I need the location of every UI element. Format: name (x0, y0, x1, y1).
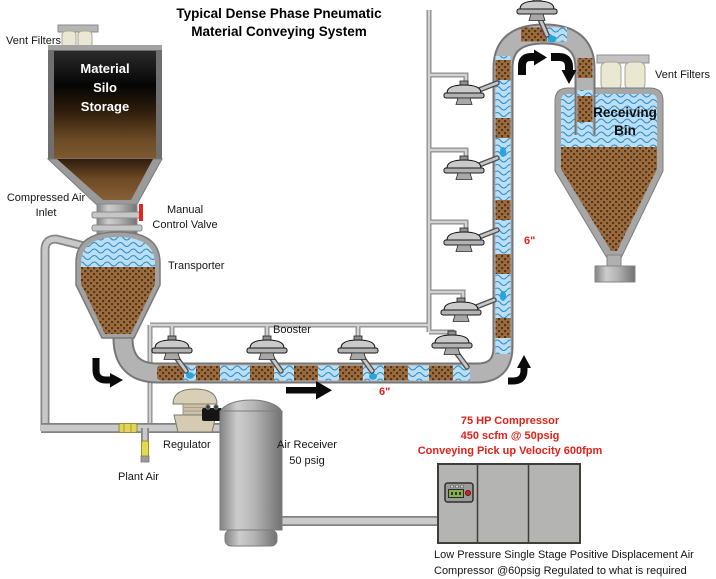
material-silo (46, 24, 163, 238)
booster-valve (337, 335, 379, 360)
bin-material (561, 147, 657, 251)
conveying-pipe (112, 23, 596, 384)
label-compressor-specs: 75 HP Compressor 450 scfm @ 50psig Conve… (417, 415, 603, 458)
label-pipe-size-vertical: 6" (524, 235, 536, 247)
booster-valves (151, 0, 558, 374)
air-jet (369, 373, 377, 380)
flange (91, 224, 143, 232)
flow-arrow-right (286, 381, 332, 400)
bin-filter-cartridge (624, 61, 646, 91)
air-jet (499, 291, 507, 301)
compressor-control-panel (444, 482, 474, 503)
pipe-contents (157, 27, 593, 381)
label-air-receiver: Air Receiver 50 psig (277, 439, 337, 467)
bin-filter-housing (596, 54, 650, 64)
bin-outlet (606, 254, 622, 268)
title-line2: Material Conveying System (191, 23, 367, 39)
silo-interior (54, 51, 156, 159)
booster-valve (443, 227, 485, 252)
booster-valve (431, 330, 473, 355)
label-regulator: Regulator (163, 439, 211, 451)
air-jet (499, 147, 507, 157)
tank-base (224, 529, 278, 547)
label-compressed-air-inlet: Compressed Air Inlet (6, 192, 86, 219)
air-jet (547, 35, 557, 43)
flow-arrow-arch-right (551, 53, 577, 84)
air-supply-piping (40, 10, 469, 526)
transporter-vessel (75, 231, 161, 339)
flow-arrow-arch-left (518, 49, 547, 75)
label-vent-filters-left: Vent Filters (6, 35, 62, 47)
regulator-dome (172, 388, 218, 405)
plant-air-valve (140, 440, 150, 463)
flow-arrows (92, 49, 577, 400)
regulator-switch-box (202, 408, 222, 421)
title-line1: Typical Dense Phase Pneumatic (176, 6, 382, 21)
receiving-bin-vessel (554, 54, 664, 283)
label-pipe-size-horizontal: 6" (379, 386, 391, 398)
page-title: Typical Dense Phase Pneumatic Material C… (143, 5, 415, 40)
silo-filter-housing (57, 24, 99, 33)
label-material-silo-storage: Material Silo Storage (80, 61, 130, 114)
booster-valve (151, 335, 193, 360)
booster-valve (516, 0, 558, 21)
label-vent-filters-right: Vent Filters (655, 69, 711, 81)
inline-valve (118, 423, 138, 433)
label-manual-control-valve: Manual Control Valve (152, 204, 218, 231)
air-receiver-tank (219, 399, 283, 547)
label-booster: Booster (273, 324, 311, 336)
bin-filter-cartridge (600, 61, 622, 91)
label-transporter: Transporter (168, 260, 225, 272)
manual-control-valve-marker (139, 204, 143, 221)
bin-base (594, 265, 636, 283)
label-receiving-bin: Receiving Bin (593, 105, 657, 138)
booster-valve (443, 80, 485, 105)
flow-arrow-elbow-down-right (92, 358, 123, 388)
regulator-valve (172, 388, 222, 433)
flange (91, 211, 143, 219)
transporter-material (81, 267, 155, 334)
booster-valve (443, 155, 485, 180)
booster-valve (246, 335, 288, 360)
compressor-unit (437, 463, 581, 544)
air-jet (186, 372, 194, 379)
label-plant-air: Plant Air (118, 471, 159, 483)
label-compressor-note: Low Pressure Single Stage Positive Displ… (434, 549, 694, 577)
compressor-power-light (464, 489, 471, 496)
flow-arrow-elbow-up (508, 355, 531, 385)
booster-valve (440, 297, 482, 322)
